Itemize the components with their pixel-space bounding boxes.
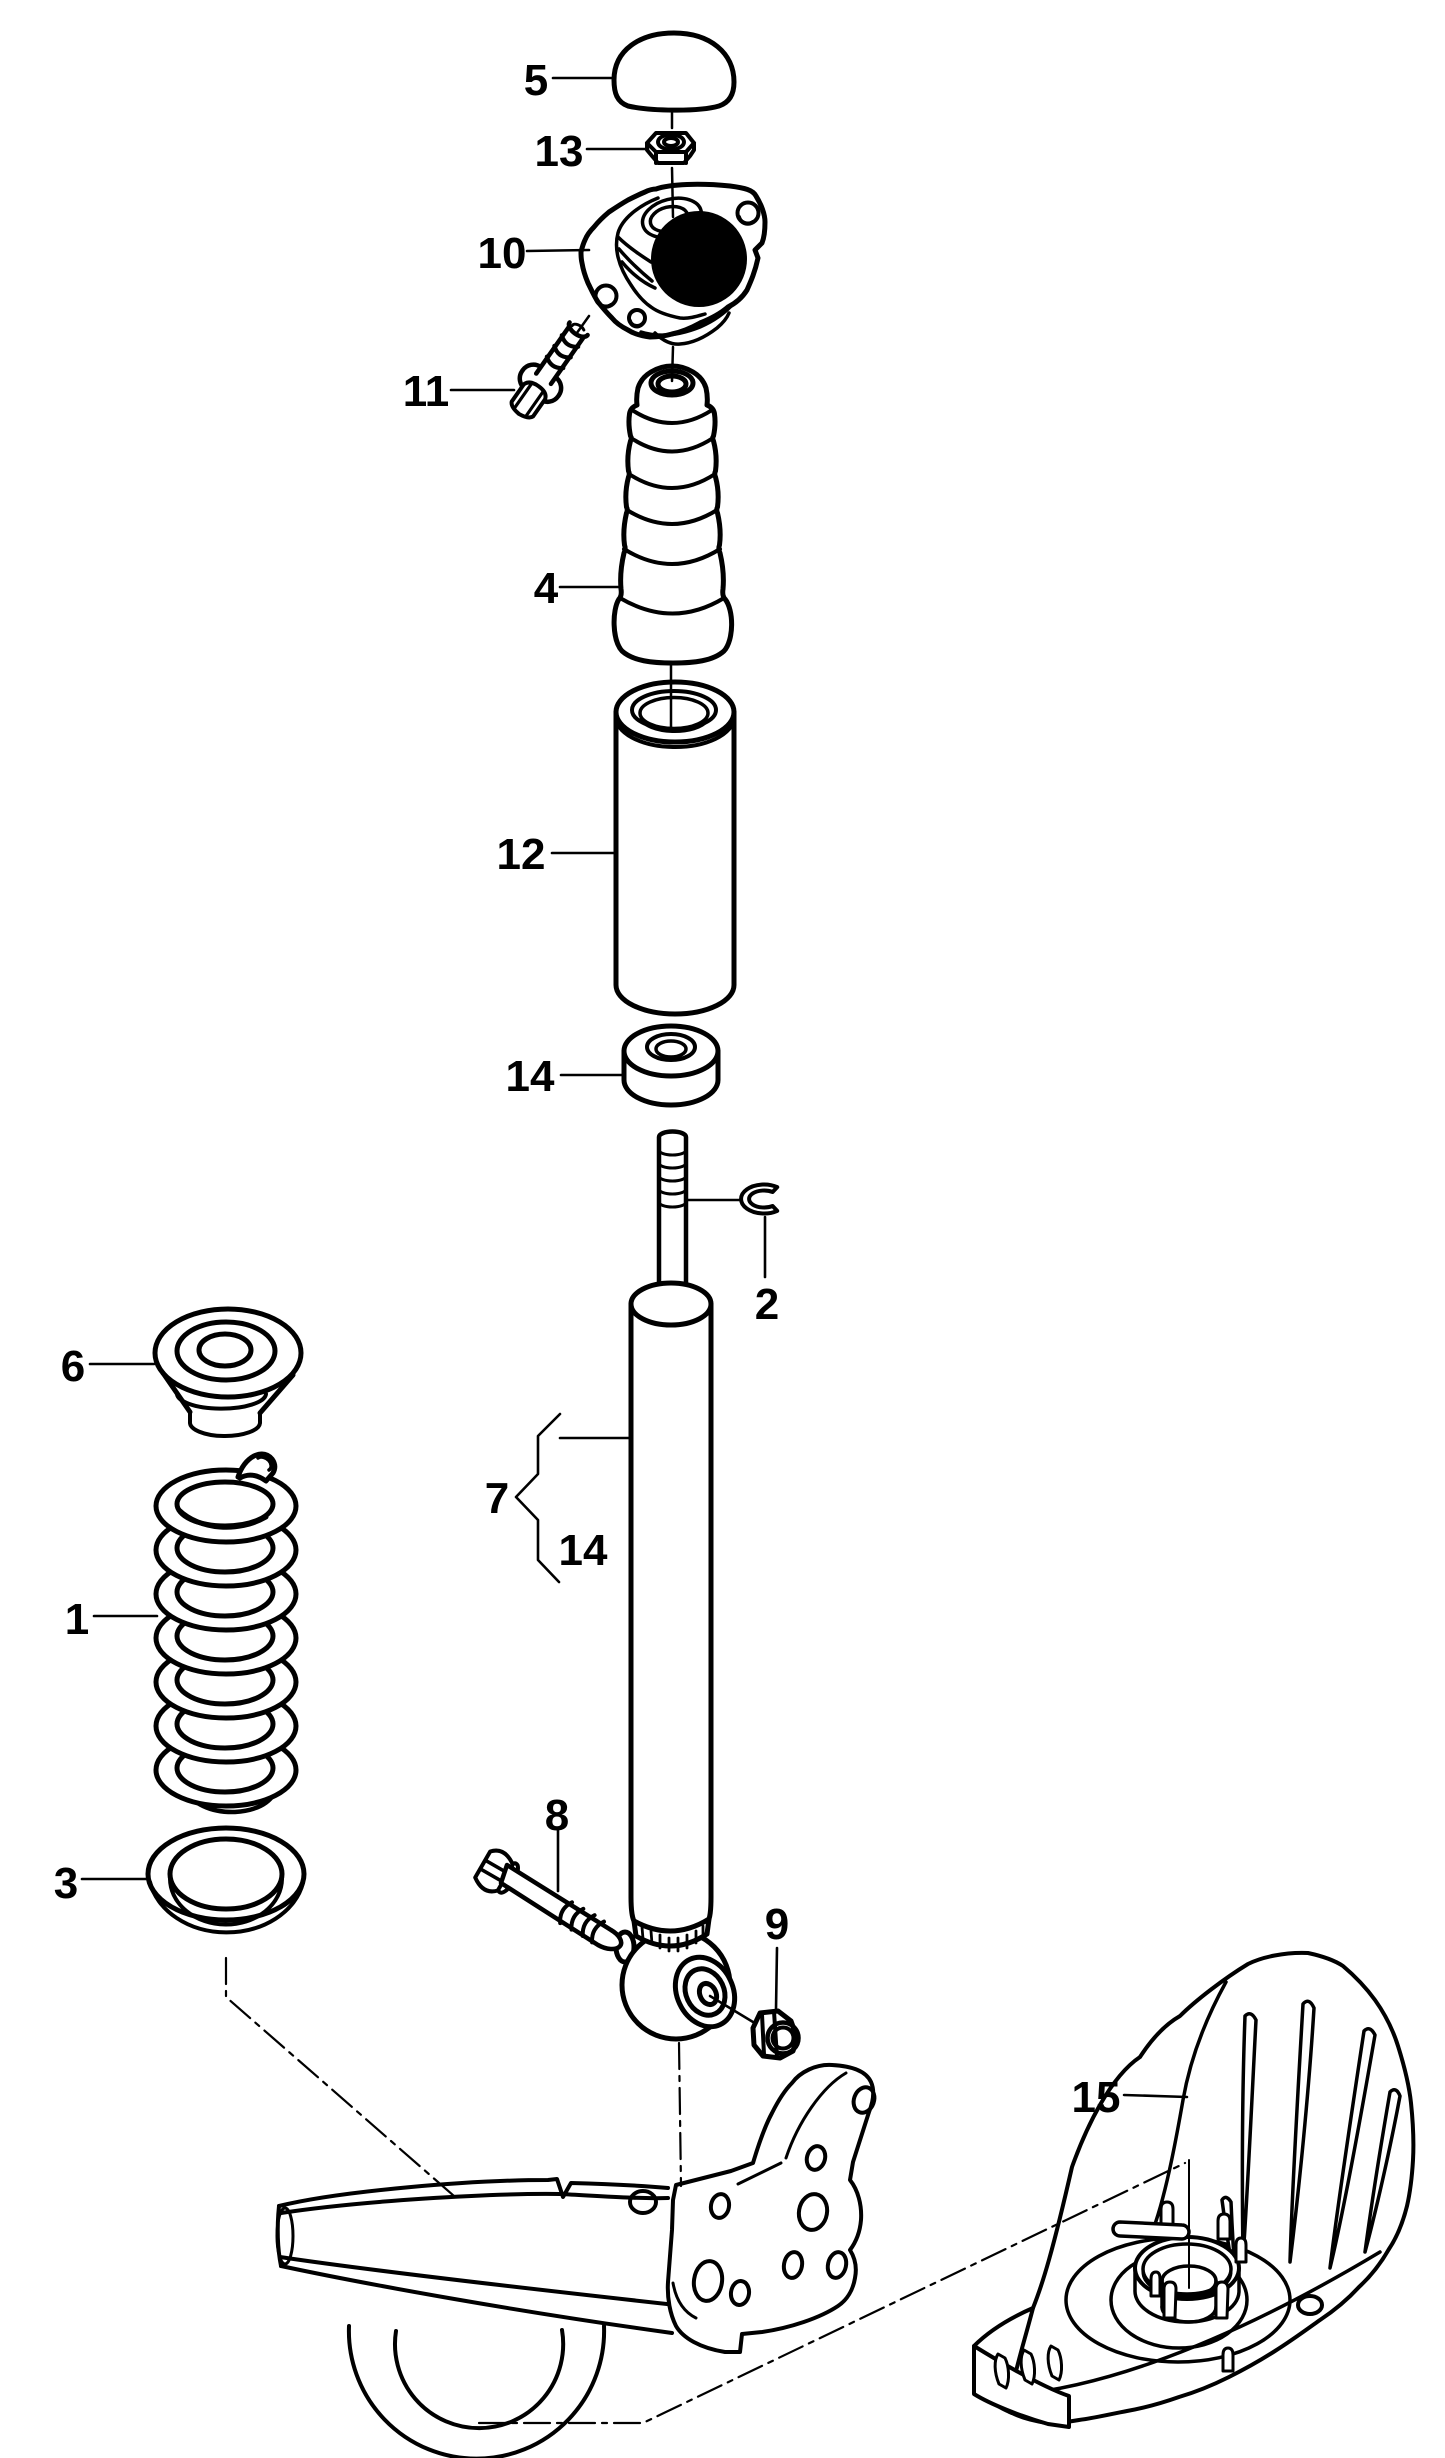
svg-text:14: 14: [506, 1052, 555, 1101]
svg-text:11: 11: [403, 367, 450, 416]
svg-text:8: 8: [545, 1791, 569, 1840]
svg-text:13: 13: [535, 127, 584, 176]
svg-text:9: 9: [765, 1900, 789, 1949]
svg-text:2: 2: [755, 1280, 779, 1329]
svg-text:12: 12: [497, 830, 546, 879]
svg-text:15: 15: [1072, 2073, 1121, 2122]
svg-text:7: 7: [485, 1474, 509, 1523]
svg-text:14: 14: [559, 1526, 608, 1575]
svg-text:5: 5: [524, 56, 548, 105]
svg-text:6: 6: [61, 1342, 85, 1391]
svg-text:4: 4: [534, 564, 559, 613]
svg-text:10: 10: [478, 229, 527, 278]
svg-text:3: 3: [54, 1859, 78, 1908]
svg-text:1: 1: [65, 1595, 89, 1644]
